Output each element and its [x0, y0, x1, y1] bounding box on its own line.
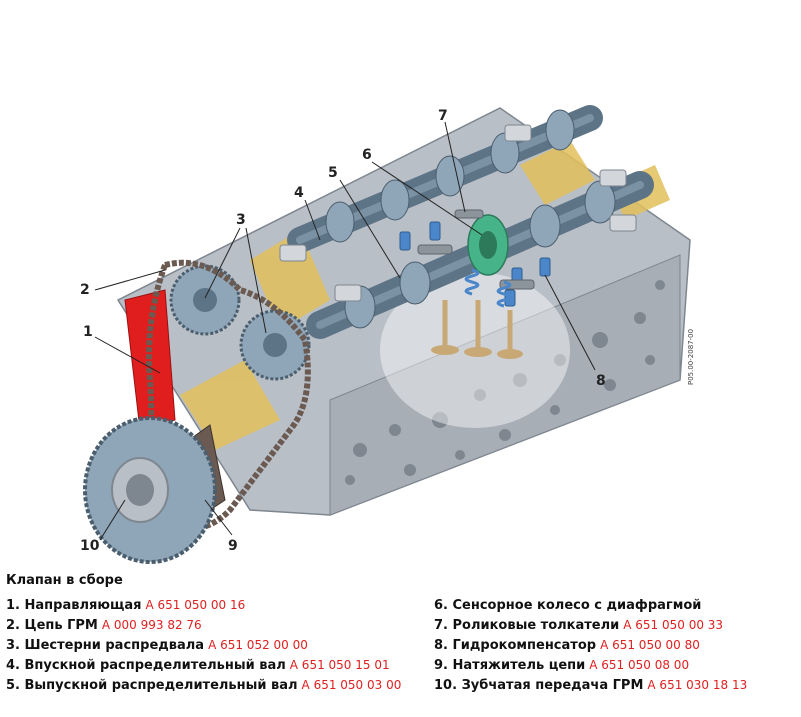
legend-column-right: 6. Сенсорное колесо с диафрагмой 7. Роли… — [434, 595, 794, 695]
callout-5: 5 — [328, 165, 338, 181]
item-name: Сенсорное колесо с диафрагмой — [452, 598, 702, 613]
intake-camshaft — [287, 105, 603, 253]
item-name: Натяжитель цепи — [452, 658, 586, 673]
part-number: A 651 030 18 13 — [647, 678, 748, 692]
engine-illustration: 1 2 3 4 5 6 7 8 9 10 P05.00-2087-00 — [80, 105, 695, 564]
part-number: A 651 052 00 00 — [208, 638, 308, 652]
item-name: Впускной распределительный вал — [24, 658, 286, 673]
item-number: 9. — [434, 658, 448, 673]
part-number: A 651 050 08 00 — [589, 658, 690, 672]
item-name: Цепь ГРМ — [24, 618, 98, 633]
item-number: 6. — [434, 598, 448, 613]
item-number: 10. — [434, 678, 458, 693]
item-name: Шестерни распредвала — [24, 638, 205, 653]
item-name: Зубчатая передача ГРМ — [461, 678, 644, 693]
part-number: A 651 050 00 16 — [145, 598, 246, 612]
item-name: Выпускной распределительный вал — [24, 678, 298, 693]
leader-lines — [94, 121, 596, 541]
callout-8: 8 — [596, 373, 606, 389]
callout-4: 4 — [294, 185, 304, 201]
part-number: A 651 050 00 33 — [623, 618, 724, 632]
part-number: A 000 993 82 76 — [101, 618, 202, 632]
item-number: 5. — [6, 678, 20, 693]
timing-chain — [137, 259, 311, 531]
item-name: Гидрокомпенсатор — [452, 638, 597, 653]
part-number: A 651 050 03 00 — [301, 678, 402, 692]
callout-6: 6 — [362, 147, 372, 163]
item-number: 1. — [6, 598, 20, 613]
callout-10: 10 — [80, 538, 100, 554]
callout-1: 1 — [83, 324, 93, 340]
callout-numbers: 1 2 3 4 5 6 7 8 9 10 — [80, 108, 606, 554]
callout-2: 2 — [80, 282, 90, 298]
item-name: Направляющая — [24, 598, 142, 613]
legend-title: Клапан в сборе — [6, 573, 123, 588]
item-name: Роликовые толкатели — [452, 618, 620, 633]
legend-item: 6. Сенсорное колесо с диафрагмой — [434, 595, 794, 615]
valves — [431, 268, 523, 359]
item-number: 3. — [6, 638, 20, 653]
bearing-caps — [279, 124, 637, 302]
sensor-wheel — [467, 214, 509, 276]
item-number: 7. — [434, 618, 448, 633]
item-number: 2. — [6, 618, 20, 633]
part-number: A 651 050 15 01 — [289, 658, 390, 672]
part-number: A 651 050 00 80 — [600, 638, 700, 652]
callout-3: 3 — [236, 212, 246, 228]
item-number: 8. — [434, 638, 448, 653]
chain-guide — [124, 289, 176, 431]
callout-9: 9 — [228, 538, 238, 554]
figure-code: P05.00-2087-00 — [687, 329, 695, 385]
callout-7: 7 — [438, 108, 448, 124]
item-number: 4. — [6, 658, 20, 673]
timing-gear — [83, 416, 217, 564]
